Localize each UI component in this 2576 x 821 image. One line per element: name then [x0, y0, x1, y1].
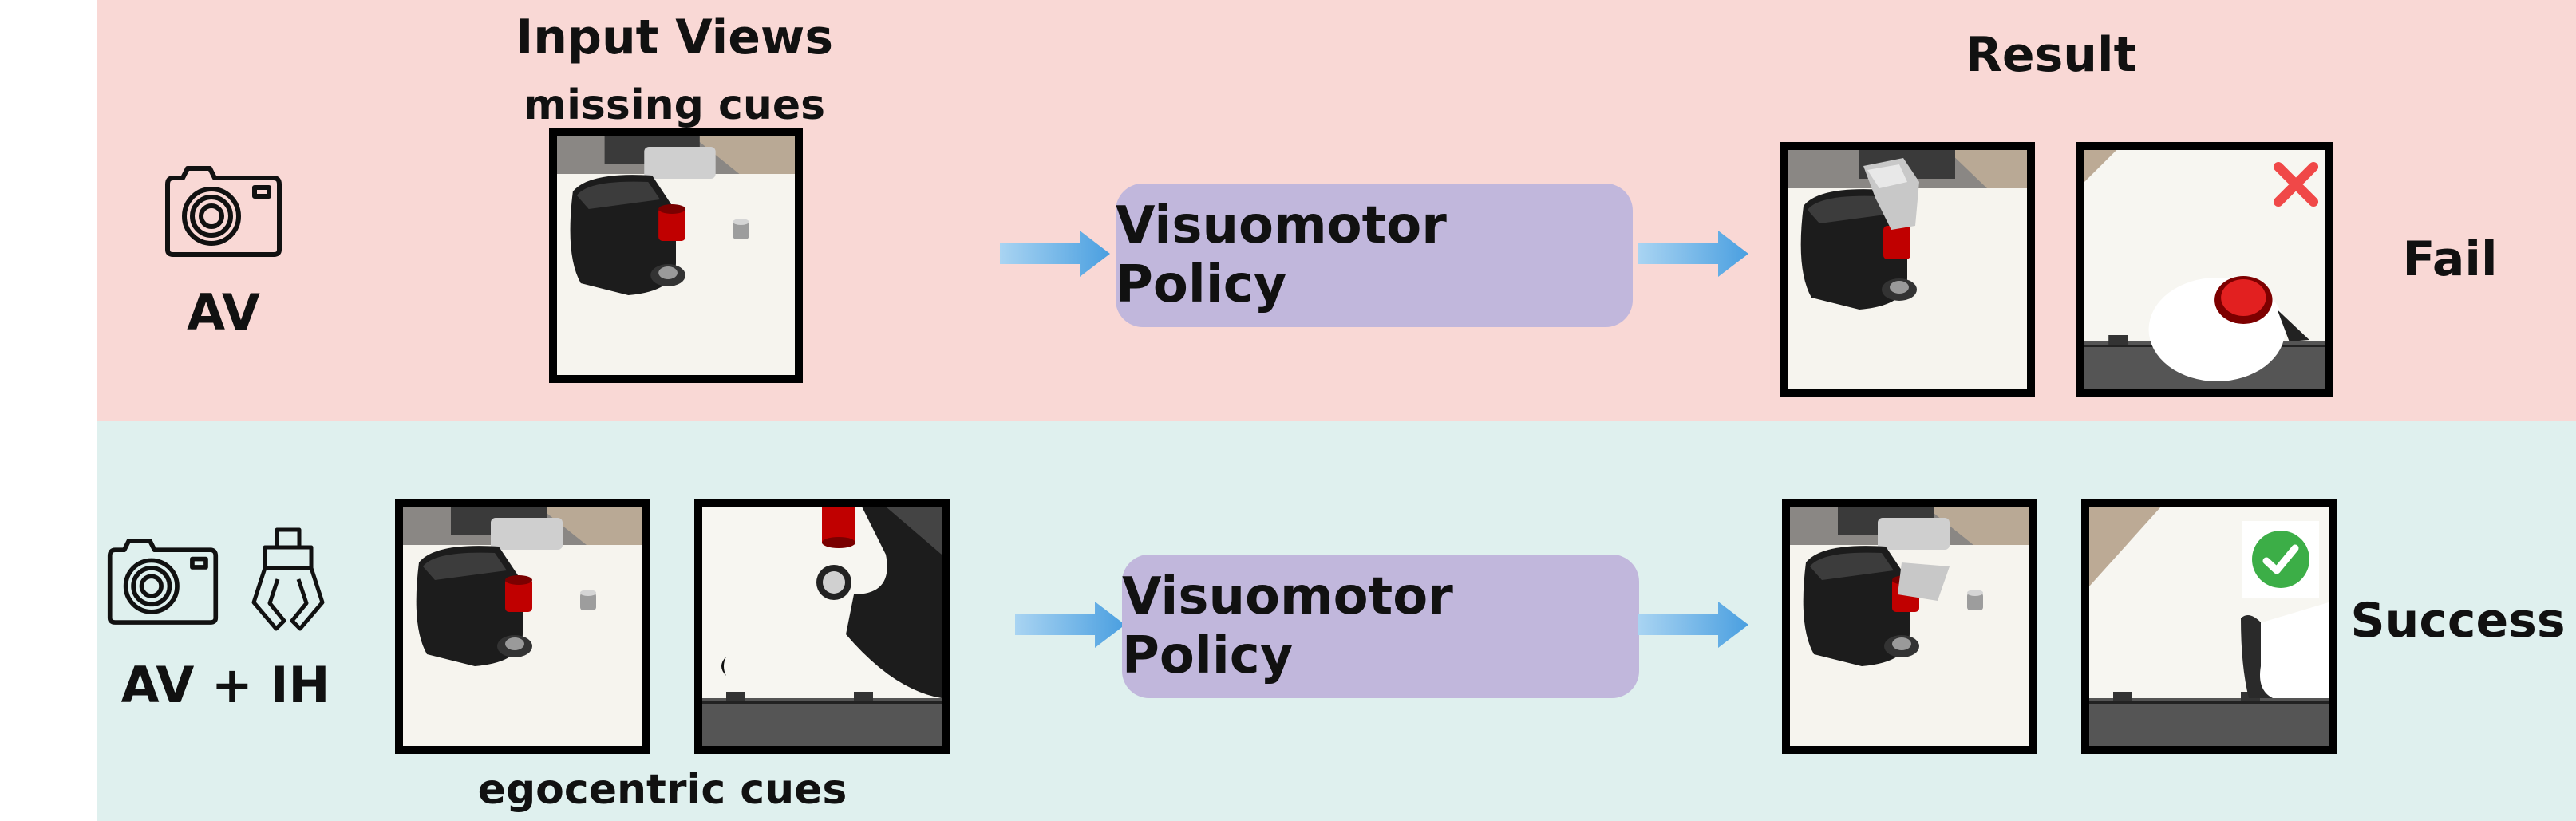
- camera-icon: [164, 164, 283, 258]
- input-eye-in-hand-image: [694, 499, 950, 754]
- outcome-success-label: Success: [2350, 593, 2566, 649]
- input-agent-view-image-ih: [395, 499, 650, 754]
- result-title: Result: [1965, 27, 2137, 83]
- gripper-icon: [249, 527, 327, 634]
- egocentric-cues-caption: egocentric cues: [477, 766, 847, 814]
- modality-label-av: AV: [187, 283, 260, 341]
- input-agent-view-image: [549, 128, 803, 383]
- result-agent-view-image-fail: [1780, 142, 2035, 397]
- cross-icon: [2273, 161, 2319, 207]
- missing-cues-caption: missing cues: [523, 81, 826, 129]
- arrow-to-result-bottom: [1638, 600, 1750, 649]
- result-eye-in-hand-image-fail: [2076, 142, 2333, 397]
- result-eye-in-hand-image-success: [2081, 499, 2337, 754]
- result-agent-view-image-success: [1782, 499, 2037, 754]
- arrow-to-policy-bottom: [1015, 600, 1127, 649]
- input-views-title: Input Views: [515, 10, 834, 65]
- visuomotor-policy-box-bottom: Visuomotor Policy: [1122, 555, 1639, 698]
- modality-label-av-ih: AV + IH: [121, 656, 330, 714]
- visuomotor-policy-box-top: Visuomotor Policy: [1116, 184, 1633, 327]
- arrow-to-result-top: [1638, 229, 1750, 278]
- outcome-fail-label: Fail: [2402, 231, 2498, 287]
- check-icon: [2242, 521, 2319, 598]
- arrow-to-policy-top: [1000, 229, 1112, 278]
- camera-icon: [106, 536, 219, 626]
